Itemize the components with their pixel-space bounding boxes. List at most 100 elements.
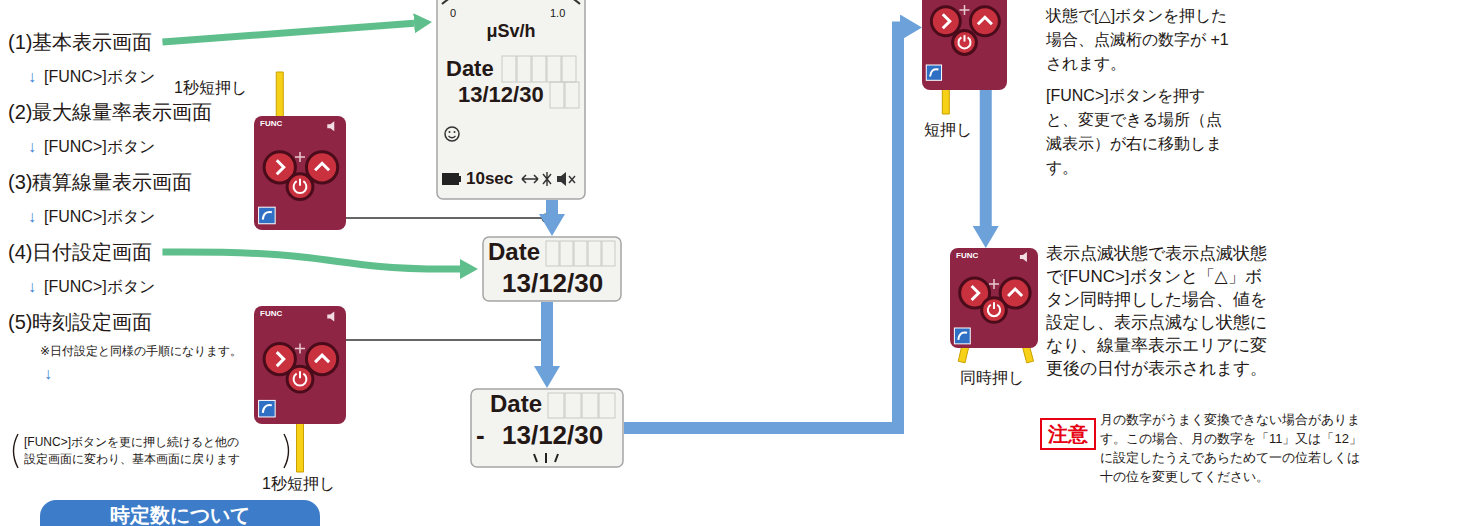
device-button — [306, 343, 337, 374]
lcd-text: μSv/h — [436, 22, 586, 40]
step-note: ※日付設定と同様の手順になります。 — [40, 344, 242, 358]
section-tab: 時定数について — [40, 500, 320, 526]
next-symbol — [943, 14, 950, 28]
bracket — [284, 434, 289, 468]
device-text: FUNC — [956, 252, 978, 260]
device-button — [287, 174, 313, 200]
lcd-text: 13/12/30 — [458, 84, 544, 106]
device-button — [953, 31, 977, 55]
device-button — [287, 366, 313, 392]
device-illustration — [950, 248, 1038, 348]
device-text: FUNC — [260, 120, 282, 128]
blink-marks — [534, 453, 558, 463]
maker-logo — [926, 65, 941, 80]
device-body — [950, 248, 1038, 348]
maker-logo — [263, 212, 272, 220]
lcd-cell — [547, 56, 561, 82]
up-symbol — [978, 17, 992, 24]
next-symbol — [277, 352, 284, 366]
power-symbol — [299, 371, 301, 378]
maker-logo — [958, 333, 967, 340]
dial-arc — [442, 0, 580, 4]
device-text: 同時押し — [960, 370, 1024, 386]
flow-arrow — [624, 28, 900, 429]
leader-dot — [542, 214, 551, 223]
button-name: [FUNC>]ボタン — [44, 207, 155, 226]
lcd-panel — [471, 389, 623, 467]
lcd-cell — [502, 56, 516, 82]
lcd-cell — [548, 393, 564, 418]
lcd-screen: 01.0μSv/hDate13/12/3010sec — [436, 0, 586, 200]
device-button — [931, 7, 960, 36]
lcd-cell — [602, 241, 615, 266]
power-symbol — [299, 179, 301, 186]
device-text: FUNC — [260, 310, 282, 318]
step-heading: (1)基本表示画面 — [8, 30, 152, 54]
lcd-cell — [588, 241, 601, 266]
step-arrow: ↓ — [28, 67, 36, 86]
step-heading: (4)日付設定画面 — [8, 240, 152, 264]
lcd-text: 10sec — [466, 170, 513, 187]
device-illustration — [254, 306, 346, 424]
caution-box: 注意 — [1040, 418, 1096, 450]
link-icon — [522, 175, 538, 183]
device-body — [254, 306, 346, 424]
bracket — [14, 434, 19, 468]
battery-icon — [442, 173, 461, 185]
device-body — [254, 116, 346, 230]
lcd-screen: Date-13/12/30 — [470, 388, 624, 468]
step-arrow: ↓ — [28, 207, 36, 226]
flow-arrow — [541, 302, 553, 366]
device-buttons: FUNC1秒短押し — [254, 306, 346, 424]
instruction-text: [FUNC>]ボタンを押すと、変更できる場所（点滅表示）が右に移動します。 — [1046, 84, 1236, 180]
power-symbol — [964, 35, 966, 41]
maker-logo — [259, 207, 276, 224]
lcd-cell — [532, 56, 546, 82]
lcd-text: 1.0 — [550, 8, 565, 19]
maker-logo — [954, 328, 970, 344]
speaker-symbol — [1020, 252, 1027, 262]
step-note: [FUNC>]ボタンを更に押し続けると他の 設定画面に変わり、基本画面に戻ります — [24, 434, 280, 468]
next-symbol — [277, 160, 284, 174]
cross-symbol — [960, 5, 970, 15]
signal-icon — [543, 172, 551, 186]
device-button — [970, 7, 999, 36]
power-symbol — [993, 302, 995, 309]
device-text: 1秒短押し — [262, 476, 335, 492]
cross-symbol — [989, 279, 999, 289]
lcd-cell — [582, 393, 598, 418]
maker-logo — [263, 405, 272, 413]
instruction-text: 状態で[△]ボタンを押した場合、点滅桁の数字が +1 されます。 — [1046, 4, 1236, 76]
flow-arrow — [980, 90, 992, 226]
pointer-arrow — [162, 252, 460, 269]
tab-title: 時定数について — [40, 503, 320, 526]
lcd-text: Date — [488, 240, 540, 264]
lcd-text: 13/12/30 — [502, 270, 603, 296]
lcd-cell — [550, 82, 564, 108]
lcd-panel — [437, 0, 585, 199]
lcd-text: 0 — [450, 8, 456, 19]
step-arrow: ↓ — [44, 364, 52, 383]
speaker-symbol — [327, 312, 334, 322]
instruction-text: 表示点滅状態で表示点滅状態で[FUNC>]ボタンと「△」ボタン同時押しした場合、… — [1046, 242, 1270, 380]
step-arrow: ↓ — [28, 277, 36, 296]
lcd-panel — [483, 237, 621, 301]
up-symbol — [1008, 289, 1022, 296]
button-name: [FUNC>]ボタン — [44, 137, 155, 156]
device-illustration — [254, 116, 346, 230]
device-text: 短押し — [924, 122, 972, 138]
lcd-cell — [562, 56, 576, 82]
step-heading: (2)最大線量率表示画面 — [8, 100, 212, 124]
lcd-cell — [565, 82, 579, 108]
lcd-cell — [574, 241, 587, 266]
lcd-cell — [517, 56, 531, 82]
next-symbol — [972, 286, 979, 300]
up-symbol — [315, 355, 329, 362]
lcd-text: Date — [490, 392, 542, 416]
device-buttons: FUNC同時押し — [950, 248, 1038, 348]
device-text: 1秒短押し — [174, 80, 247, 96]
lcd-cell — [546, 241, 559, 266]
lcd-text: - — [476, 422, 485, 448]
device-button — [982, 298, 1007, 323]
